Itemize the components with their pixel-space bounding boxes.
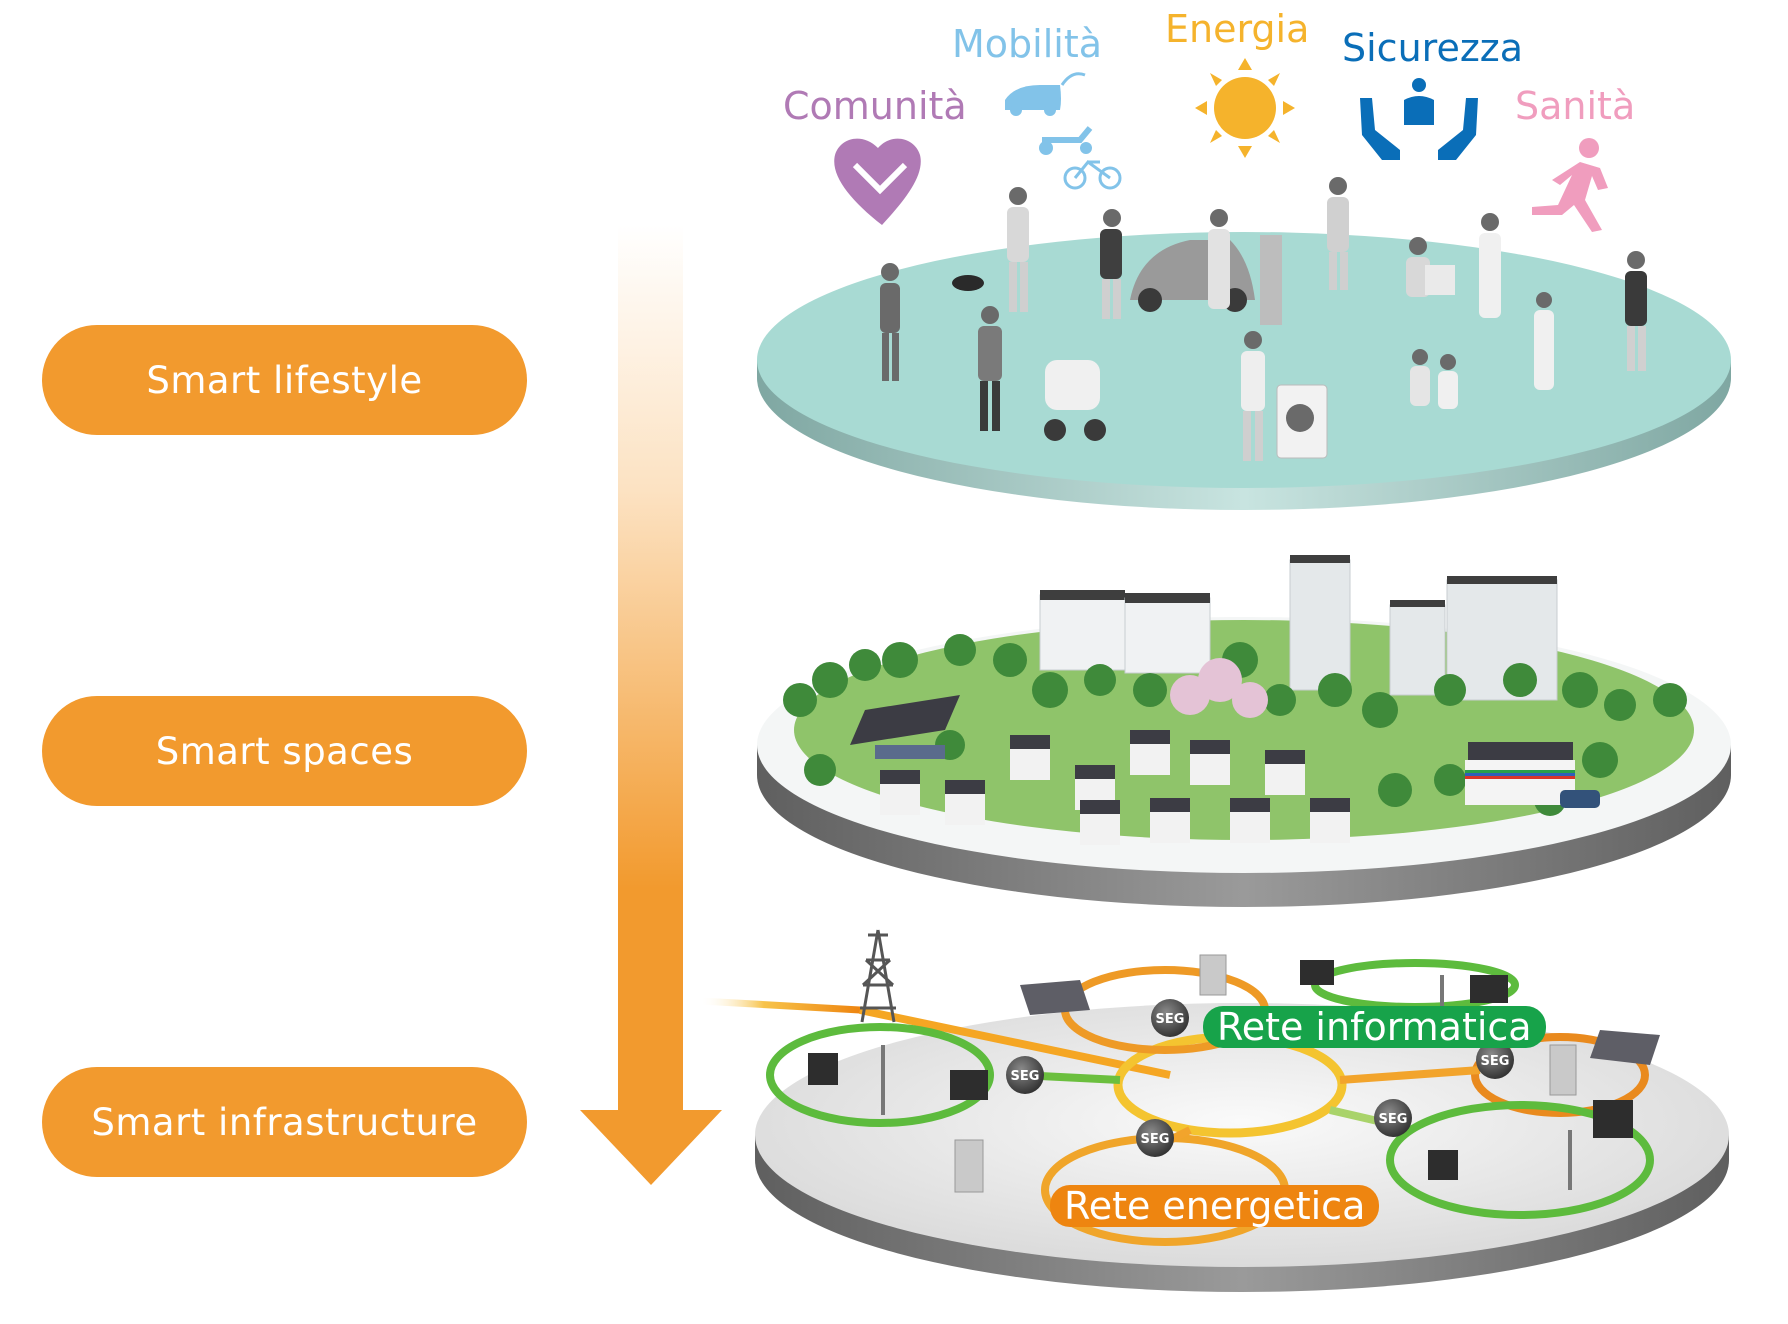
layer-label-smart-spaces: Smart spaces [42,696,527,806]
seg-node-label: SEG [1481,1054,1510,1069]
seg-node-label: SEG [1011,1069,1040,1084]
solar-carport [850,695,960,759]
seg-node [1136,1119,1174,1157]
person-figure [1479,213,1501,318]
server-icon [1549,1044,1577,1096]
person-figure [1534,292,1554,390]
solar-houses [880,730,1350,845]
person-with-scooter [978,306,1106,441]
network-badge-rete-energetica: Rete energetica [1050,1184,1380,1228]
layer-label-smart-infrastructure: Smart infrastructure [42,1067,527,1177]
seg-node [1151,999,1189,1037]
seg-nodes: SEG SEG SEG SEG SEG [1006,999,1514,1157]
network-badge-text: Rete energetica [1064,1184,1366,1228]
seg-node [1476,1041,1514,1079]
platform-smart-lifestyle [757,177,1731,510]
person-with-washer [1241,331,1328,461]
category-label-sanita: Sanità [1515,84,1636,128]
tall-buildings [1039,555,1558,701]
running-person-icon [1532,138,1608,232]
solar-panel-icon [1020,980,1090,1015]
convenience-store [1465,742,1600,808]
category-label-sicurezza: Sicurezza [1342,26,1524,70]
person-figure [1327,177,1349,290]
data-ring [1386,1101,1654,1219]
seg-node-label: SEG [1141,1132,1170,1147]
energy-ring [1471,1033,1649,1117]
seg-node [1374,1099,1412,1137]
layer-label-smart-lifestyle: Smart lifestyle [42,325,527,435]
flow-arrow-head [580,1110,722,1185]
power-feed-line [699,997,861,1014]
layer-label-text: Smart spaces [155,729,414,773]
seg-node-label: SEG [1379,1112,1408,1127]
trees [783,634,1687,816]
person-with-dog [952,187,1029,312]
flow-arrow [580,225,722,1185]
platform-smart-infrastructure: SEG SEG SEG SEG SEG [699,929,1729,1292]
category-label-comunita: Comunità [783,84,967,128]
person-on-bench [1406,237,1455,297]
laptop-icon [808,1053,838,1085]
network-spoke [1339,1066,1481,1084]
person-figure [1100,209,1122,319]
electric-vehicles-icon [1005,72,1122,190]
transmission-tower-icon [860,929,896,1023]
network-badge-rete-informatica: Rete informatica [1203,1006,1546,1048]
monitor-icon [1470,975,1508,1003]
server-icon [1199,954,1227,996]
data-ring [766,1023,994,1127]
platform-smart-spaces [757,555,1731,907]
person-figure [880,263,900,381]
layer-label-text: Smart lifestyle [146,358,423,402]
layer-label-text: Smart infrastructure [91,1100,478,1144]
monitor-icon [950,1070,988,1100]
devices [808,954,1660,1193]
sun-icon [1195,58,1295,158]
monitor-icon [1593,1100,1633,1138]
protecting-hands-icon [1360,78,1478,160]
children-running [1410,349,1458,409]
seg-node-label: SEG [1156,1012,1185,1027]
solar-panel-icon [1590,1030,1660,1065]
server-icon [954,1139,984,1193]
people-silhouettes [880,177,1647,461]
laptop-icon [1428,1150,1458,1180]
category-label-mobilita: Mobilità [952,22,1103,66]
person-figure [1625,251,1647,371]
power-line [859,1006,1171,1079]
heart-handshake-icon [834,138,921,225]
person-figure [1208,209,1230,309]
cherry-blossom-trees [1170,658,1268,718]
category-label-energia: Energia [1165,7,1310,51]
seg-node [1006,1056,1044,1094]
network-badge-text: Rete informatica [1217,1005,1532,1049]
laptop-icon [1300,960,1334,985]
flow-arrow-shaft [618,225,683,1110]
